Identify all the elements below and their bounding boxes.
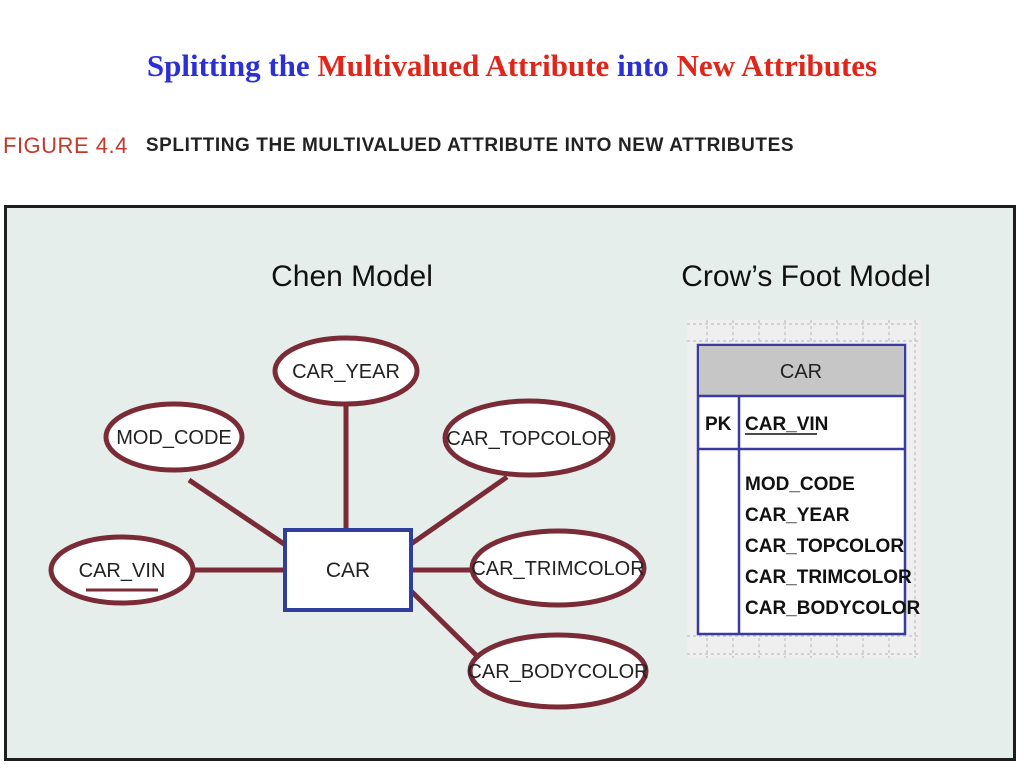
attr-car-vin: CAR_VIN bbox=[48, 534, 196, 606]
title-segment-2: Multivalued Attribute bbox=[317, 48, 610, 83]
figure-number: FIGURE 4.4 bbox=[3, 133, 128, 158]
chen-connector-lines bbox=[187, 403, 509, 658]
attr-car-trimcolor: CAR_TRIMCOLOR bbox=[469, 528, 647, 608]
pk-label: PK bbox=[705, 414, 732, 435]
table-attribute: CAR_YEAR bbox=[745, 505, 850, 526]
chen-entity-car: CAR bbox=[283, 528, 413, 612]
attr-car-bodycolor: CAR_BODYCOLOR bbox=[467, 632, 649, 710]
line-car-bodycolor bbox=[409, 589, 479, 658]
attr-car-topcolor: CAR_TOPCOLOR bbox=[442, 398, 616, 478]
ellipse-car-topcolor bbox=[442, 398, 616, 478]
ellipse-mod-code bbox=[103, 401, 245, 473]
attr-mod-code: MOD_CODE bbox=[103, 401, 245, 473]
attr-mod-code-label: MOD_CODE bbox=[116, 427, 232, 449]
ellipse-car-year bbox=[272, 335, 420, 407]
attr-car-bodycolor-label: CAR_BODYCOLOR bbox=[467, 661, 648, 683]
attr-car-vin-label: CAR_VIN bbox=[79, 560, 166, 582]
figure-caption: FIGURE 4.4 Splitting the Multivalued Att… bbox=[3, 128, 794, 164]
attr-car-topcolor-label: CAR_TOPCOLOR bbox=[446, 428, 611, 450]
ellipse-car-trimcolor bbox=[469, 528, 647, 608]
crows-foot-model: Crow’s Foot Model bbox=[681, 260, 931, 658]
title-segment-3: into bbox=[617, 48, 669, 83]
table-attribute: CAR_TRIMCOLOR bbox=[745, 567, 912, 588]
diagram-canvas: Chen Model CAR_YEAR MOD_CODE C bbox=[48, 260, 931, 710]
title-segment-4: New Attributes bbox=[676, 48, 878, 83]
table-attribute: CAR_TOPCOLOR bbox=[745, 536, 904, 557]
table-attribute: MOD_CODE bbox=[745, 474, 855, 495]
ellipse-car-bodycolor bbox=[467, 632, 649, 710]
crows-foot-title: Crow’s Foot Model bbox=[681, 260, 931, 293]
table-entity-name: CAR bbox=[780, 361, 822, 383]
entity-box bbox=[283, 528, 413, 612]
diagram-panel: Chen Model CAR_YEAR MOD_CODE C bbox=[4, 205, 1016, 761]
line-mod-code bbox=[187, 477, 289, 549]
line-car-topcolor bbox=[409, 474, 509, 547]
entity-table-header bbox=[699, 346, 904, 396]
title-segment-1: Splitting the bbox=[146, 48, 310, 83]
ellipse-car-vin bbox=[48, 534, 196, 606]
slide-title: Splitting the Multivalued Attribute into… bbox=[0, 48, 1024, 84]
attr-car-year: CAR_YEAR bbox=[272, 335, 420, 407]
figure-title: Splitting the Multivalued Attribute into… bbox=[145, 135, 795, 156]
entity-car-label: CAR bbox=[326, 559, 370, 582]
chen-model-title: Chen Model bbox=[271, 260, 433, 293]
attr-car-year-label: CAR_YEAR bbox=[292, 361, 400, 383]
attr-car-trimcolor-label: CAR_TRIMCOLOR bbox=[471, 558, 644, 580]
pk-attribute: CAR_VIN bbox=[745, 414, 828, 435]
table-attribute: CAR_BODYCOLOR bbox=[745, 598, 921, 619]
chen-model: Chen Model CAR_YEAR MOD_CODE C bbox=[48, 260, 649, 710]
